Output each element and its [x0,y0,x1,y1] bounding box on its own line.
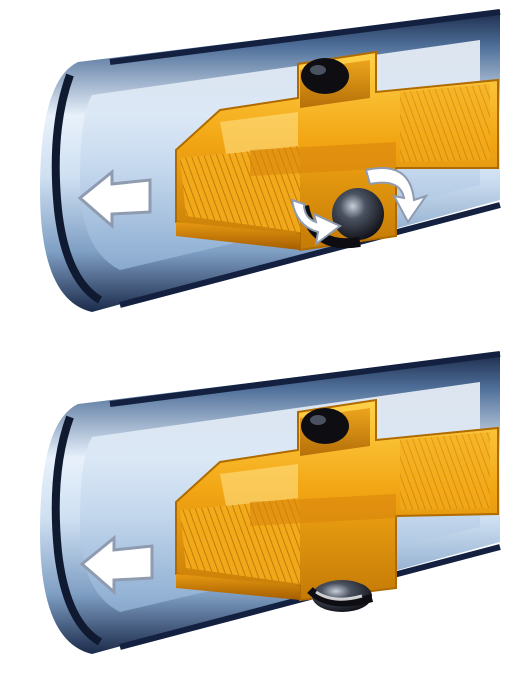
valve-panel-top [0,0,516,342]
valve-panel-bottom [0,342,516,684]
ball-socket-top [301,408,349,444]
valve-illustration-top [0,0,516,342]
valve-illustration-bottom [0,342,516,684]
ball-socket-top [301,58,349,94]
